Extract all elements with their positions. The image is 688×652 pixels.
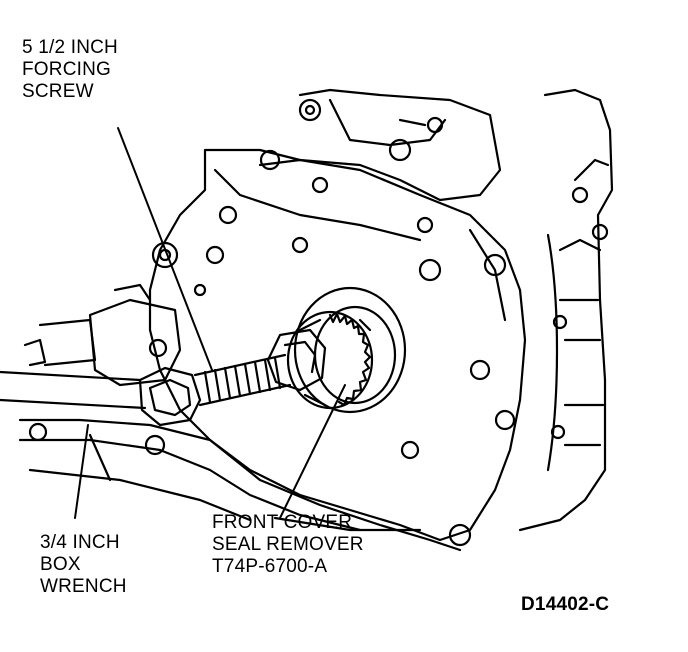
leader-forcing-screw [117, 127, 213, 371]
label-seal-remover-line2: SEAL REMOVER [212, 534, 364, 555]
hex-nut [266, 328, 327, 392]
label-box-wrench-line2: BOX [40, 554, 81, 575]
engine-block-outline [518, 88, 614, 532]
forcing-screw-threads [193, 353, 292, 407]
label-box-wrench-line1: 3/4 INCH [40, 532, 120, 553]
leader-seal-remover [279, 384, 346, 519]
label-forcing-screw-line2: FORCING [22, 59, 112, 80]
box-wrench-head [138, 366, 202, 427]
label-forcing-screw: 5 1/2 INCH FORCING SCREW [22, 37, 118, 103]
bolt-heads [28, 98, 609, 547]
label-box-wrench-line3: WRENCH [40, 576, 127, 597]
label-forcing-screw-line1: 5 1/2 INCH [22, 37, 118, 58]
seal-bore-outer [293, 286, 407, 414]
label-box-wrench: 3/4 INCH BOX WRENCH [40, 532, 127, 598]
upper-bracket [258, 88, 502, 202]
engine-block-edge [558, 238, 602, 252]
seal-remover-body [286, 310, 374, 410]
box-wrench-handle [0, 370, 147, 410]
label-seal-remover-line1: FRONT COVER [212, 512, 353, 533]
leader-box-wrench [74, 424, 89, 519]
remover-teeth [328, 312, 372, 407]
label-forcing-screw-line3: SCREW [22, 81, 94, 102]
label-seal-remover: FRONT COVER SEAL REMOVER T74P-6700-A [212, 512, 364, 578]
leader-label-underline [273, 516, 422, 532]
label-seal-remover-line3: T74P-6700-A [212, 556, 328, 577]
left-bracket [88, 298, 182, 387]
figure-id: D14402-C [521, 594, 610, 615]
oil-pan-outline [18, 418, 462, 552]
front-cover-outline [148, 148, 527, 542]
